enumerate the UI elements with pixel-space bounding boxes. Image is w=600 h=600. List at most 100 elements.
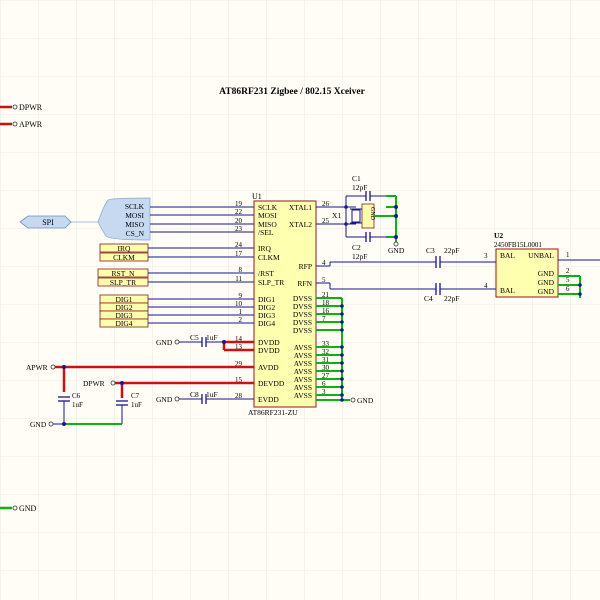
c3-capacitor[interactable]: C3 22pF — [426, 246, 496, 268]
u2-pin-3-num: 3 — [484, 252, 488, 260]
spi-harness: SCLK MOSI MISO CS_N — [71, 197, 151, 241]
svg-text:1uF: 1uF — [72, 401, 83, 409]
u2-pin-5-name: GND — [538, 278, 555, 287]
u1-pin-name: AVSS — [294, 391, 312, 400]
svg-text:GND: GND — [156, 338, 173, 347]
u1-pin-name: DIG2 — [258, 303, 275, 312]
svg-text:DPWR: DPWR — [19, 103, 43, 112]
svg-text:1uF: 1uF — [206, 333, 218, 342]
spi-signal-miso: MISO — [125, 220, 144, 229]
svg-text:APWR: APWR — [19, 120, 43, 129]
svg-text:GND: GND — [156, 395, 173, 404]
u1-pin-number: 19 — [235, 200, 243, 208]
u1-pin-number: 4 — [322, 259, 326, 267]
c8-capacitor[interactable]: GND C8 1uF — [156, 390, 254, 404]
u2-balun[interactable]: U2 2450FB15L0001 3 BAL 4 BAL UNBAL 1 GND… — [484, 231, 600, 298]
u2-pin-3-name: BAL — [500, 251, 515, 260]
u1-pin-name: DVSS — [293, 318, 312, 327]
svg-text:C4: C4 — [424, 294, 433, 303]
rst-n-port[interactable]: RST_N — [97, 268, 149, 278]
u1-pin-number: 30 — [322, 364, 330, 372]
u1-pin-name: XTAL2 — [289, 220, 312, 229]
u1-pin-name: XTAL1 — [289, 203, 312, 212]
c5-capacitor[interactable]: GND C5 1uF — [156, 333, 224, 347]
svg-text:SLP_TR: SLP_TR — [110, 278, 136, 287]
svg-text:C7: C7 — [131, 392, 140, 400]
c1-capacitor[interactable]: C1 12pF — [346, 174, 386, 201]
u1-pin-name: RFN — [297, 279, 312, 288]
dig4-port[interactable]: DIG4 — [99, 318, 149, 328]
u1-pin-number: 31 — [322, 356, 330, 364]
u1-pin-name: AVDD — [258, 363, 279, 372]
c2-capacitor[interactable]: C2 12pF — [346, 232, 386, 261]
c4-capacitor[interactable]: C4 22pF — [424, 283, 496, 303]
u1-pin-name: DIG4 — [258, 319, 275, 328]
u1-pin-name: SCLK — [258, 203, 278, 212]
svg-text:APWR: APWR — [26, 363, 48, 372]
svg-text:GND: GND — [19, 504, 37, 513]
u1-pin-name: DIG1 — [258, 295, 275, 304]
signal-wires — [148, 247, 254, 324]
gnd-port-bottom[interactable]: GND — [0, 504, 37, 513]
u1-pin-name: DVDD — [258, 338, 280, 347]
svg-text:U2: U2 — [494, 231, 503, 240]
svg-text:C2: C2 — [352, 243, 361, 252]
c6-capacitor[interactable]: C6 1uF — [58, 392, 83, 424]
u1-pin-number: 15 — [235, 376, 243, 384]
u1-pin-name: DVSS — [293, 310, 312, 319]
svg-text:C3: C3 — [426, 246, 435, 255]
u2-pin-4-name: BAL — [500, 286, 515, 295]
u1-pin-name: AVSS — [294, 359, 312, 368]
u1-pin-name: AVSS — [294, 351, 312, 360]
u1-pin-name: AVSS — [294, 383, 312, 392]
u1-pin-number: 3 — [322, 388, 326, 396]
u2-pin-4-num: 4 — [484, 282, 488, 290]
spi-port[interactable]: SPI — [19, 215, 72, 229]
u1-pin-name: DVSS — [293, 326, 312, 335]
u1-pin-number: 28 — [235, 392, 243, 400]
u1-pin-name: IRQ — [258, 244, 272, 253]
svg-text:DPWR: DPWR — [83, 379, 105, 388]
u1-pin-name: /RST — [258, 269, 274, 278]
u1-pin-number: 22 — [235, 208, 243, 216]
u1-pin-number: 8 — [239, 266, 243, 274]
rf-section: C3 22pF C4 22pF — [316, 246, 496, 303]
svg-text:C5: C5 — [190, 333, 199, 342]
u1-pin-name: MISO — [258, 220, 277, 229]
svg-text:C6: C6 — [72, 392, 81, 400]
svg-text:GND: GND — [30, 420, 47, 429]
x1-crystal[interactable]: X1 GND — [332, 203, 375, 229]
u1-pin-name: AVSS — [294, 343, 312, 352]
svg-text:C1: C1 — [352, 174, 361, 183]
slp-tr-port[interactable]: SLP_TR — [97, 277, 149, 287]
spi-signal-sclk: SCLK — [125, 202, 145, 211]
u1-pin-number: 11 — [235, 275, 242, 283]
u1-pin-name: AVSS — [294, 375, 312, 384]
u1-pin-name: DVSS — [293, 294, 312, 303]
apwr-port-top[interactable]: APWR — [0, 120, 43, 129]
u1-pin-name: DIG3 — [258, 311, 275, 320]
u1-pin-number: 20 — [235, 217, 243, 225]
u1-pin-name: RFP — [299, 262, 312, 271]
u2-pin-2-name: GND — [538, 269, 555, 278]
u1-pin-number: 14 — [235, 335, 243, 343]
svg-text:22pF: 22pF — [444, 294, 459, 303]
xtal-gnd-label: GND — [388, 246, 405, 255]
dpwr-port-top[interactable]: DPWR — [0, 103, 43, 112]
u2-pin-6-num: 6 — [566, 285, 570, 293]
clkm-port[interactable]: CLKM — [99, 252, 149, 262]
u1-pin-name: SLP_TR — [258, 278, 284, 287]
c7-capacitor[interactable]: C7 1uF — [116, 392, 142, 424]
cap-ground-net: GND — [30, 420, 122, 429]
u1-pin-name: EVDD — [258, 395, 279, 404]
irq-port[interactable]: IRQ — [99, 243, 149, 253]
u1-pin-number: 18 — [322, 299, 330, 307]
u2-pin-1-num: 1 — [566, 251, 570, 259]
u1-pin-number: 9 — [239, 292, 243, 300]
u1-pin-number: 32 — [322, 348, 330, 356]
svg-text:1uF: 1uF — [131, 401, 142, 409]
